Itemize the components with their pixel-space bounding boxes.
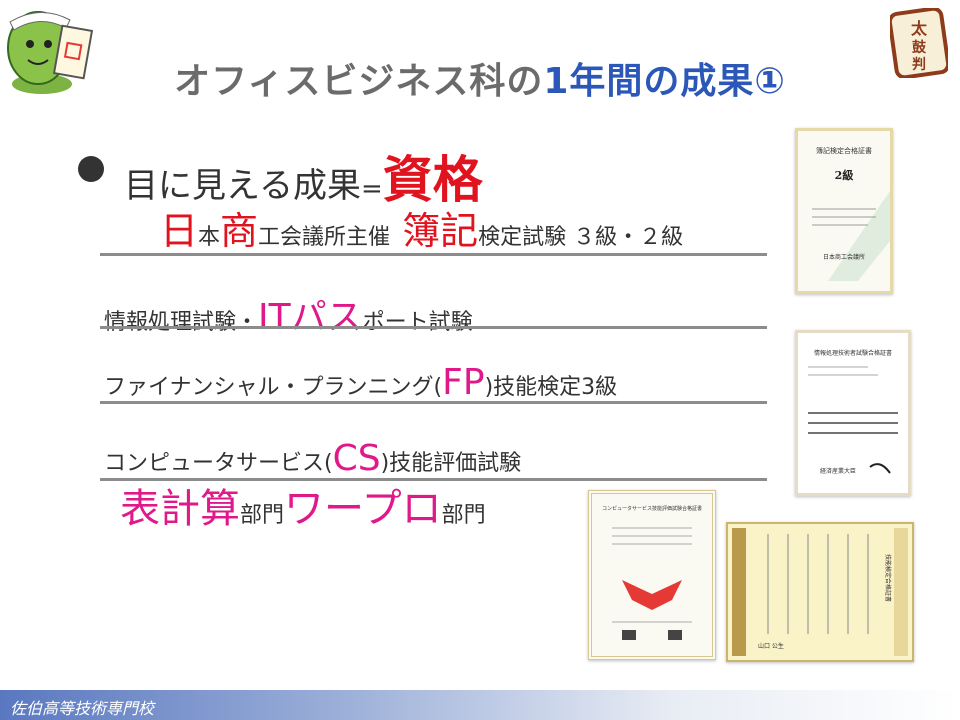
- cs-cert-title: コンピュータサービス技能評価試験合格証書: [602, 505, 702, 512]
- title-highlight: 1年間の成果①: [543, 61, 786, 102]
- certificate-boki: 簿記検定合格証書 2級 日本商工会議所: [795, 128, 893, 294]
- divider-2: [100, 326, 767, 329]
- boki-text-5: 簿記: [402, 209, 479, 253]
- qualification-fp: ファイナンシャル・プランニング(FP)技能検定3級: [104, 362, 617, 403]
- section-heading: 目に見える成果=資格: [124, 140, 483, 212]
- qualification-it-passport: 情報処理試験・ITパスポート試験: [104, 288, 473, 340]
- certificate-cs: コンピュータサービス技能評価試験合格証書: [588, 490, 716, 660]
- page-title: オフィスビジネス科の1年間の成果①: [0, 52, 960, 104]
- svg-text:鼓: 鼓: [912, 39, 927, 56]
- dept-text-4: 部門: [441, 503, 486, 528]
- cs-text-3: )技能評価試験: [380, 451, 522, 476]
- fp-cert-title: 技能検定合格証書: [884, 554, 892, 602]
- dept-text-1: 表計算: [120, 486, 240, 532]
- it-text-2: ITパス: [258, 297, 363, 338]
- divider-4: [100, 478, 767, 481]
- fp-text-2: FP: [442, 362, 485, 403]
- boki-text-3: 商: [220, 209, 259, 253]
- heading-highlight: 資格: [382, 151, 483, 209]
- dept-text-2: 部門: [240, 503, 285, 528]
- mascot-illustration: [7, 11, 94, 94]
- boki-cert-grade: 2級: [835, 168, 854, 182]
- cs-text-1: コンピュータサービス(: [104, 451, 333, 476]
- heading-equals: =: [360, 174, 383, 204]
- fp-text-3: )技能検定3級: [484, 375, 618, 400]
- school-name: 佐伯高等技術専門校: [10, 699, 155, 718]
- boki-text-4: 工会議所主催: [258, 225, 391, 250]
- svg-text:太: 太: [910, 19, 928, 38]
- qualification-departments: 表計算部門ワープロ部門: [120, 476, 486, 534]
- boki-cert-issuer: 日本商工会議所: [823, 253, 865, 261]
- certificate-it-passport: 情報処理技術者試験合格証書 経済産業大臣: [795, 330, 911, 496]
- certificate-fp: 技能検定合格証書 山口 公生: [726, 522, 914, 662]
- fp-text-1: ファイナンシャル・プランニング(: [104, 375, 443, 400]
- boki-text-2: 本: [198, 225, 221, 250]
- qualification-cs: コンピュータサービス(CS)技能評価試験: [104, 438, 521, 479]
- bullet-icon: [78, 156, 104, 182]
- svg-text:判: 判: [912, 56, 926, 73]
- qualification-boki: 日本商工会議所主催簿記検定試験 ３級・２級: [160, 200, 683, 255]
- it-text-1: 情報処理試験・: [104, 310, 259, 335]
- cs-text-2: CS: [332, 438, 381, 479]
- divider-3: [100, 401, 767, 404]
- it-cert-title: 情報処理技術者試験合格証書: [814, 349, 892, 357]
- boki-cert-title: 簿記検定合格証書: [816, 146, 872, 155]
- divider-1: [100, 253, 767, 256]
- footer-bar: 佐伯高等技術専門校: [0, 690, 960, 720]
- dept-text-3: ワープロ: [284, 486, 442, 532]
- boki-text-1: 日: [160, 209, 199, 253]
- title-text: オフィスビジネス科の: [174, 61, 544, 102]
- stamp-logo: 太 鼓 判: [887, 6, 951, 80]
- boki-text-6: 検定試験 ３級・２級: [478, 225, 684, 250]
- fp-cert-signer: 山口 公生: [758, 642, 784, 650]
- heading-text: 目に見える成果: [124, 166, 361, 206]
- it-text-3: ポート試験: [362, 310, 473, 335]
- it-cert-issuer: 経済産業大臣: [820, 467, 856, 475]
